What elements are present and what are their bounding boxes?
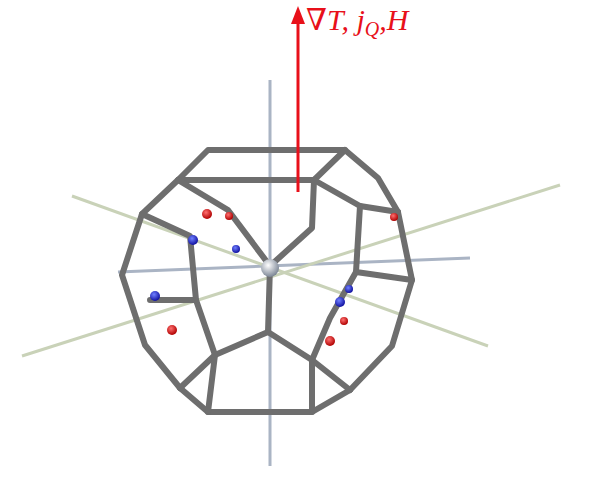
truncated-octahedron (122, 150, 412, 412)
arrow-label: ∇T, jQ,H (306, 2, 408, 41)
subscript-text: Q (365, 18, 379, 40)
gradient-arrow (291, 6, 305, 192)
label-text: ∇T, j (306, 3, 365, 36)
axis-lines (22, 80, 560, 466)
atom-dots (150, 209, 398, 346)
label-text: ,H (379, 3, 408, 36)
